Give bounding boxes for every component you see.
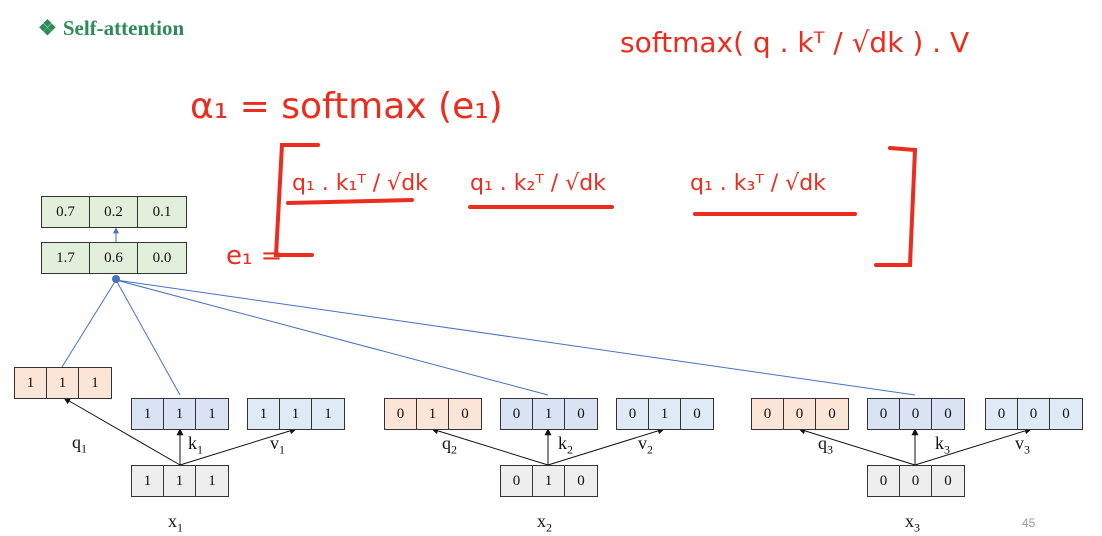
vector-cell: 0: [501, 466, 533, 496]
vector-cell: 0: [501, 399, 533, 429]
k3-to-score-line: [115, 279, 916, 396]
score-junction-dot: [112, 275, 120, 283]
vector-cell: 0: [1018, 399, 1050, 429]
diamond-bullet-icon: ❖: [38, 16, 57, 40]
vector-cell: 1: [164, 399, 196, 429]
input-vector-2: 0 1 0: [500, 465, 598, 497]
v1-label: v1: [270, 433, 285, 457]
query-vector-1: 1 1 1: [14, 367, 112, 399]
x3-to-v3-arrow: [914, 427, 1032, 466]
x1-label: x1: [168, 511, 183, 535]
x3-label: x3: [905, 511, 920, 535]
vector-cell: 0: [828, 405, 836, 422]
x2-to-q2-arrow: [431, 427, 549, 466]
score-cell: 1.7: [42, 243, 90, 273]
v3-label: v3: [1015, 433, 1030, 457]
vector-cell: 0: [868, 399, 900, 429]
vector-cell: 1: [649, 399, 681, 429]
vector-cell: 0: [900, 399, 932, 429]
vector-cell: 0: [752, 399, 784, 429]
score-cell: 0.1: [152, 203, 172, 220]
vector-cell: 0: [461, 405, 469, 422]
vector-cell: 1: [132, 466, 164, 496]
x2-label: x2: [537, 511, 552, 535]
vector-cell: 1: [248, 399, 280, 429]
q1-label: q1: [72, 432, 87, 456]
vector-cell: 1: [15, 368, 47, 398]
k2-label: k2: [558, 433, 573, 457]
slide-title: ❖Self-attention: [38, 16, 184, 41]
key-vector-3: 0 0 0: [867, 398, 965, 430]
input-vector-3: 0 0 0: [867, 465, 965, 497]
slide-title-text: Self-attention: [62, 16, 185, 40]
q3-label: q3: [818, 433, 833, 457]
score-cell: 0.0: [152, 249, 172, 266]
vector-cell: 0: [617, 399, 649, 429]
vector-cell: 1: [47, 368, 79, 398]
vector-cell: 0: [693, 405, 701, 422]
vector-cell: 1: [132, 399, 164, 429]
x3-to-q3-arrow: [798, 427, 916, 466]
vector-cell: 1: [91, 374, 99, 391]
k3-label: k3: [935, 433, 950, 457]
input-vector-1: 1 1 1: [131, 465, 229, 497]
score-cell: 0.2: [90, 197, 138, 227]
vector-cell: 0: [944, 405, 952, 422]
query-vector-2: 0 1 0: [384, 398, 482, 430]
softmax-scores-vector: 0.7 0.2 0.1: [41, 196, 187, 228]
vector-cell: 0: [577, 472, 585, 489]
vector-cell: 0: [577, 405, 585, 422]
q2-label: q2: [442, 433, 457, 457]
query-vector-3: 0 0 0: [751, 398, 849, 430]
score-cell: 0.7: [42, 197, 90, 227]
key-vector-2: 0 1 0: [500, 398, 598, 430]
k2-to-score-line: [115, 279, 549, 396]
vector-cell: 1: [417, 399, 449, 429]
raw-scores-vector: 1.7 0.6 0.0: [41, 242, 187, 274]
value-vector-2: 0 1 0: [616, 398, 714, 430]
x2-to-v2-arrow: [547, 427, 665, 466]
vector-cell: 1: [208, 405, 216, 422]
score-cell: 0.6: [90, 243, 138, 273]
x1-to-v1-arrow: [179, 427, 297, 466]
vector-cell: 1: [208, 472, 216, 489]
value-vector-1: 1 1 1: [247, 398, 345, 430]
vector-cell: 1: [533, 466, 565, 496]
x1-to-q1-arrow: [63, 397, 181, 466]
key-vector-1: 1 1 1: [131, 398, 229, 430]
v2-label: v2: [638, 433, 653, 457]
vector-cell: 1: [164, 466, 196, 496]
vector-cell: 0: [1062, 405, 1070, 422]
vector-cell: 1: [324, 405, 332, 422]
vector-cell: 0: [944, 472, 952, 489]
slide-number: 45: [1022, 516, 1036, 530]
vector-cell: 0: [900, 466, 932, 496]
vector-cell: 1: [280, 399, 312, 429]
q1-to-score-line: [61, 279, 117, 368]
k1-label: k1: [188, 433, 203, 457]
k1-to-score-line: [115, 279, 181, 396]
vector-cell: 0: [986, 399, 1018, 429]
value-vector-3: 0 0 0: [985, 398, 1083, 430]
vector-cell: 1: [533, 399, 565, 429]
vector-cell: 0: [784, 399, 816, 429]
vector-cell: 0: [385, 399, 417, 429]
vector-cell: 0: [868, 466, 900, 496]
